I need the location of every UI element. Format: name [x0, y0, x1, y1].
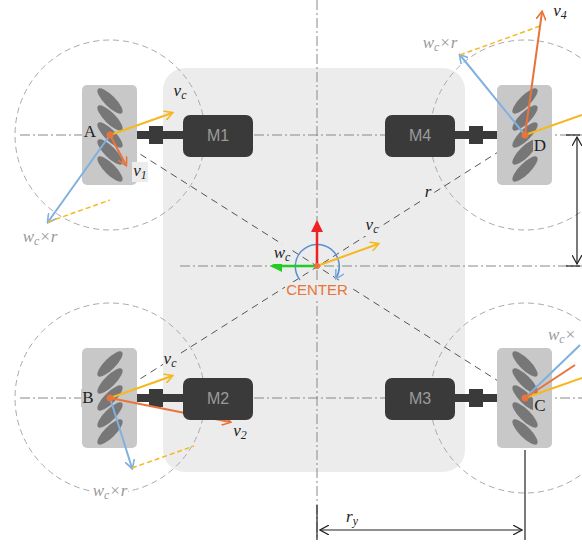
- motor-box: M1: [183, 115, 253, 157]
- vector-label: ry: [345, 508, 359, 528]
- motor-label: M4: [409, 127, 431, 145]
- motor-label: M1: [207, 127, 229, 145]
- vector-label: vc: [173, 82, 188, 102]
- center-label: CENTER: [285, 282, 349, 299]
- point-label: C: [533, 397, 546, 416]
- motor-box: M3: [385, 378, 455, 420]
- vector-label: wc×r: [22, 228, 59, 248]
- point-label: A: [83, 123, 97, 142]
- vector-label: wc: [273, 244, 292, 264]
- roller: [509, 153, 541, 185]
- vector-label: v2: [232, 422, 248, 442]
- motor-box: M4: [385, 115, 455, 157]
- vector-label: wc×r: [422, 34, 459, 54]
- vector-label: v1: [132, 162, 148, 182]
- vector-label: vc: [365, 216, 380, 236]
- motor-box: M2: [183, 378, 253, 420]
- vector-label: v4: [552, 2, 568, 22]
- vector-label: wc×r: [92, 482, 129, 502]
- vector-label: r: [424, 183, 433, 202]
- motor-label: M2: [207, 390, 229, 408]
- vector-label: wc×: [547, 326, 577, 346]
- roller: [509, 416, 541, 448]
- motor-label: M3: [409, 390, 431, 408]
- point-label: D: [533, 137, 547, 156]
- vector-label: vc: [163, 350, 178, 370]
- point-label: B: [81, 389, 94, 408]
